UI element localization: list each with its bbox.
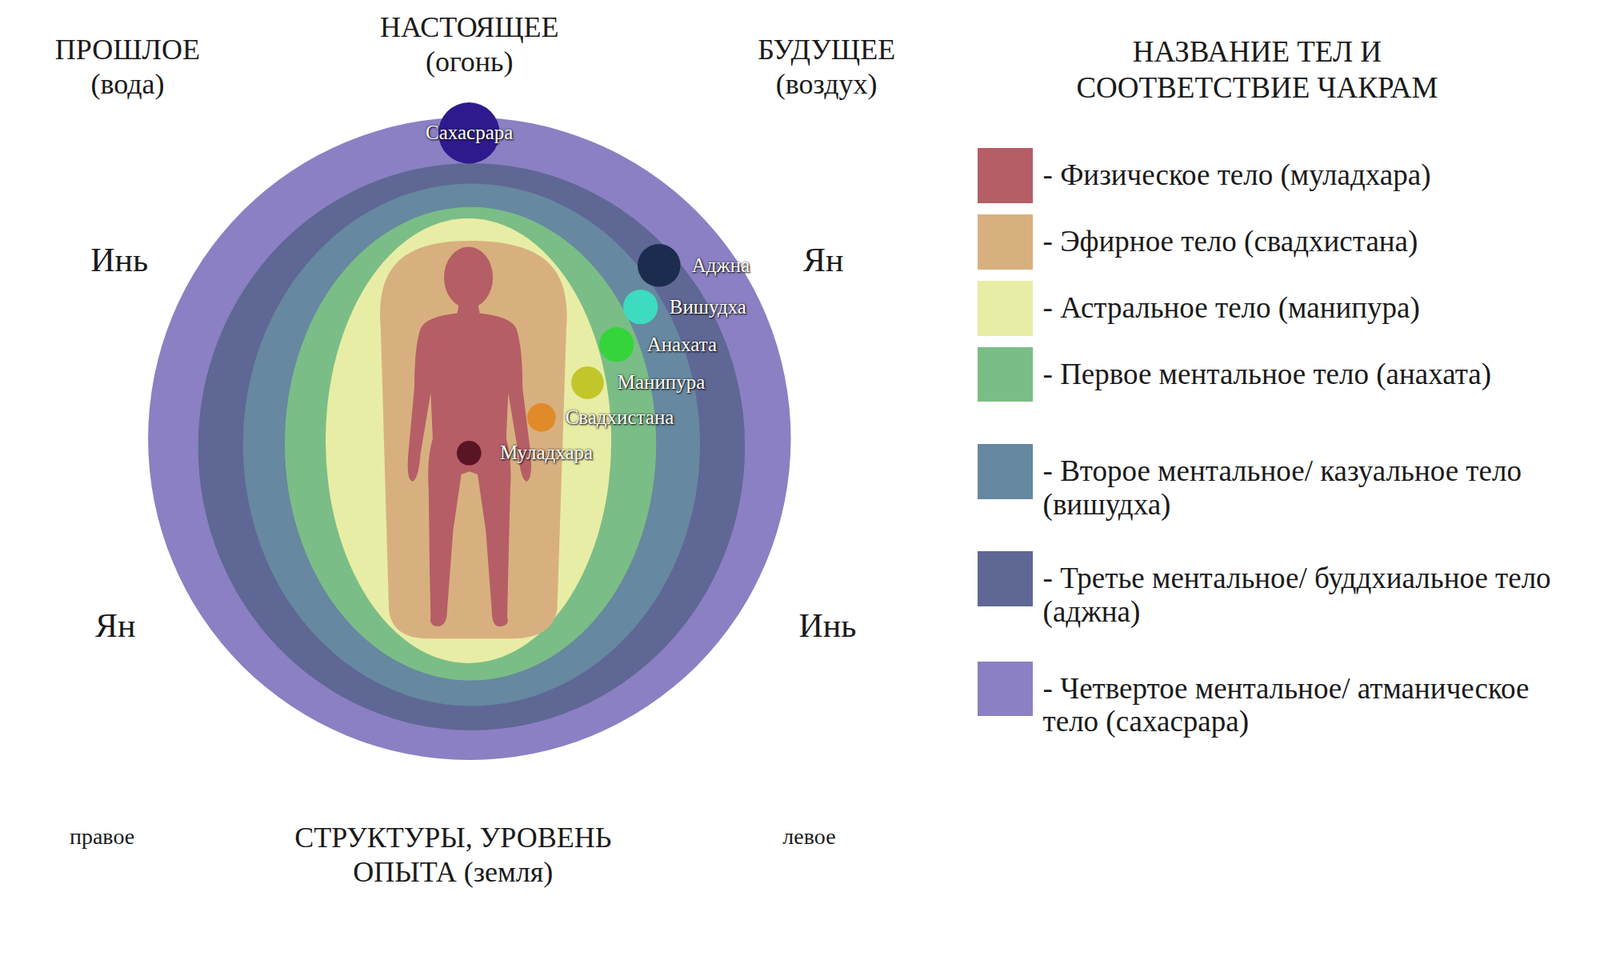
chakra-dot [571,366,604,400]
atmic-body [148,117,791,760]
legend-swatch [977,551,1033,607]
legend-text: - Третье ментальное/ буддхиальное тело (… [1043,561,1589,628]
legend-swatch [977,280,1033,336]
mental-body [284,207,656,681]
legend-swatch [977,661,1033,717]
chakra-dot [456,440,482,466]
chakra-label: Свадхистана [565,406,675,429]
chakra-node: Вишудха [623,289,658,324]
legend-text: - Второе ментальное/ казуальное тело (ви… [1043,454,1589,521]
chakra-node: Муладхара [456,440,482,466]
chakra-dot [527,403,556,432]
etheric-body [380,240,568,639]
axis-label: СТРУКТУРЫ, УРОВЕНЬ ОПЫТА (земля) [284,820,621,890]
axis-label: БУДУЩЕЕ (воздух) [730,32,923,102]
chakra-label: Муладхара [500,441,593,464]
axis-label: ПРОШЛОЕ (вода) [31,32,224,102]
buddhic-body [198,163,746,731]
legend-text: - Эфирное тело (свадхистана) [1043,224,1589,258]
chakra-label: Сахасрара [425,121,513,144]
axis-label: левое [744,823,873,851]
legend-swatch [977,444,1033,500]
chakra-dot [599,327,634,362]
legend-text: - Четвертое ментальное/ атманическое тел… [1043,672,1589,739]
chakra-circle [599,327,634,362]
chakra-circle [527,403,556,432]
chakra-circle [623,289,658,324]
chakra-node: Манипура [571,366,604,400]
chakra-node: Сахасрара [438,102,500,164]
chakra-label: Вишудха [669,296,747,319]
chakra-label: Анахата [647,333,717,356]
axis-label: правое [38,823,167,851]
astral-body [325,218,612,664]
legend-text: - Физическое тело (муладхара) [1043,158,1589,192]
chakra-dot [623,289,658,324]
legend-swatch [977,347,1033,403]
axis-label: Ян [775,240,872,280]
chakra-label: Манипура [617,371,706,394]
chakra-label: Аджна [692,254,751,277]
chakra-node: Свадхистана [527,403,556,432]
chakra-node: Анахата [599,327,634,362]
legend-swatch [977,214,1033,270]
legend-swatch [977,148,1033,204]
axis-label: НАСТОЯЩЕЕ (огонь) [341,10,598,80]
chakra-node: Аджна [637,244,681,288]
causal-body [243,184,700,707]
legend-title: НАЗВАНИЕ ТЕЛ И СООТВЕТСТВИЕ ЧАКРАМ [1032,34,1481,106]
axis-label: Инь [71,240,168,280]
axis-label: Ян [67,605,164,646]
axis-label: Инь [779,605,876,646]
physical-body [408,247,532,627]
legend-text: - Астральное тело (манипура) [1043,291,1589,324]
chakra-circle [637,244,681,288]
chakra-circle [456,440,482,466]
chakra-circle [571,366,604,400]
legend-text: - Первое ментальное тело (анахата) [1043,357,1589,391]
chakra-dot [637,244,681,288]
